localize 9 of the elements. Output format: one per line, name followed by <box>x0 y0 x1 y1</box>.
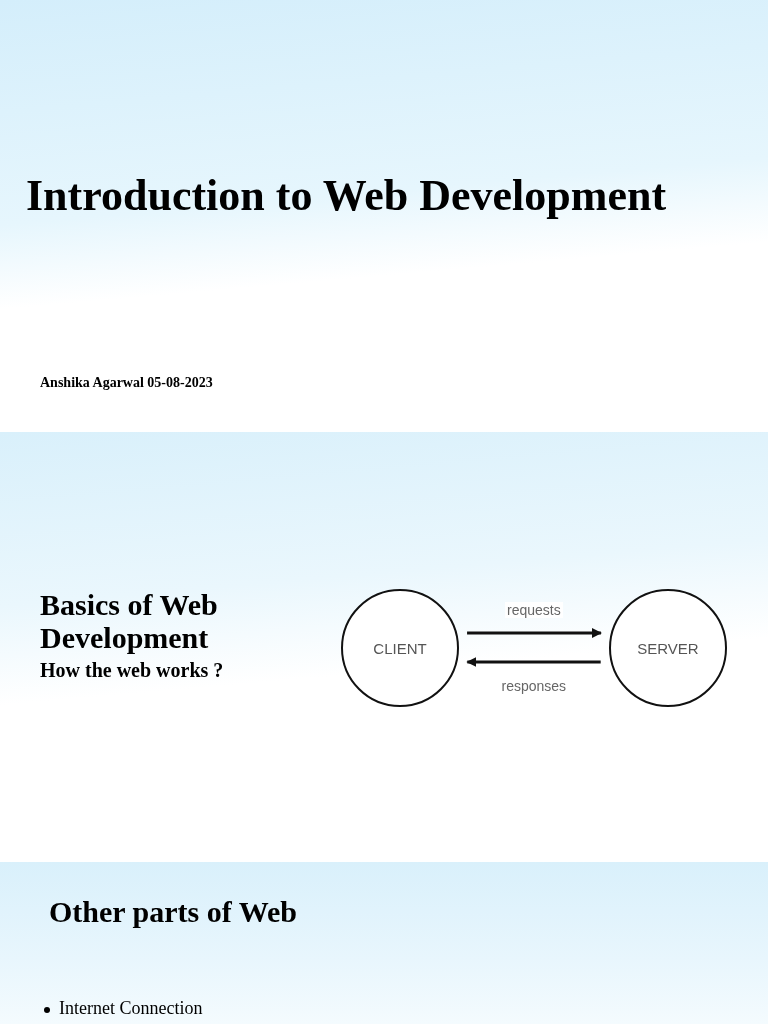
slide-title: Introduction to Web Development <box>26 170 667 221</box>
arrow <box>467 628 602 638</box>
slide-heading: Basics of Web Development <box>40 588 219 654</box>
slide-subheading: How the web works ? <box>40 659 224 682</box>
author-date: Anshika Agarwal 05-08-2023 <box>40 375 213 391</box>
arrow <box>466 657 601 667</box>
slide-heading: Other parts of Web <box>49 895 298 929</box>
list-item: Internet Connection <box>59 998 203 1019</box>
edge-label: requests <box>505 602 563 618</box>
